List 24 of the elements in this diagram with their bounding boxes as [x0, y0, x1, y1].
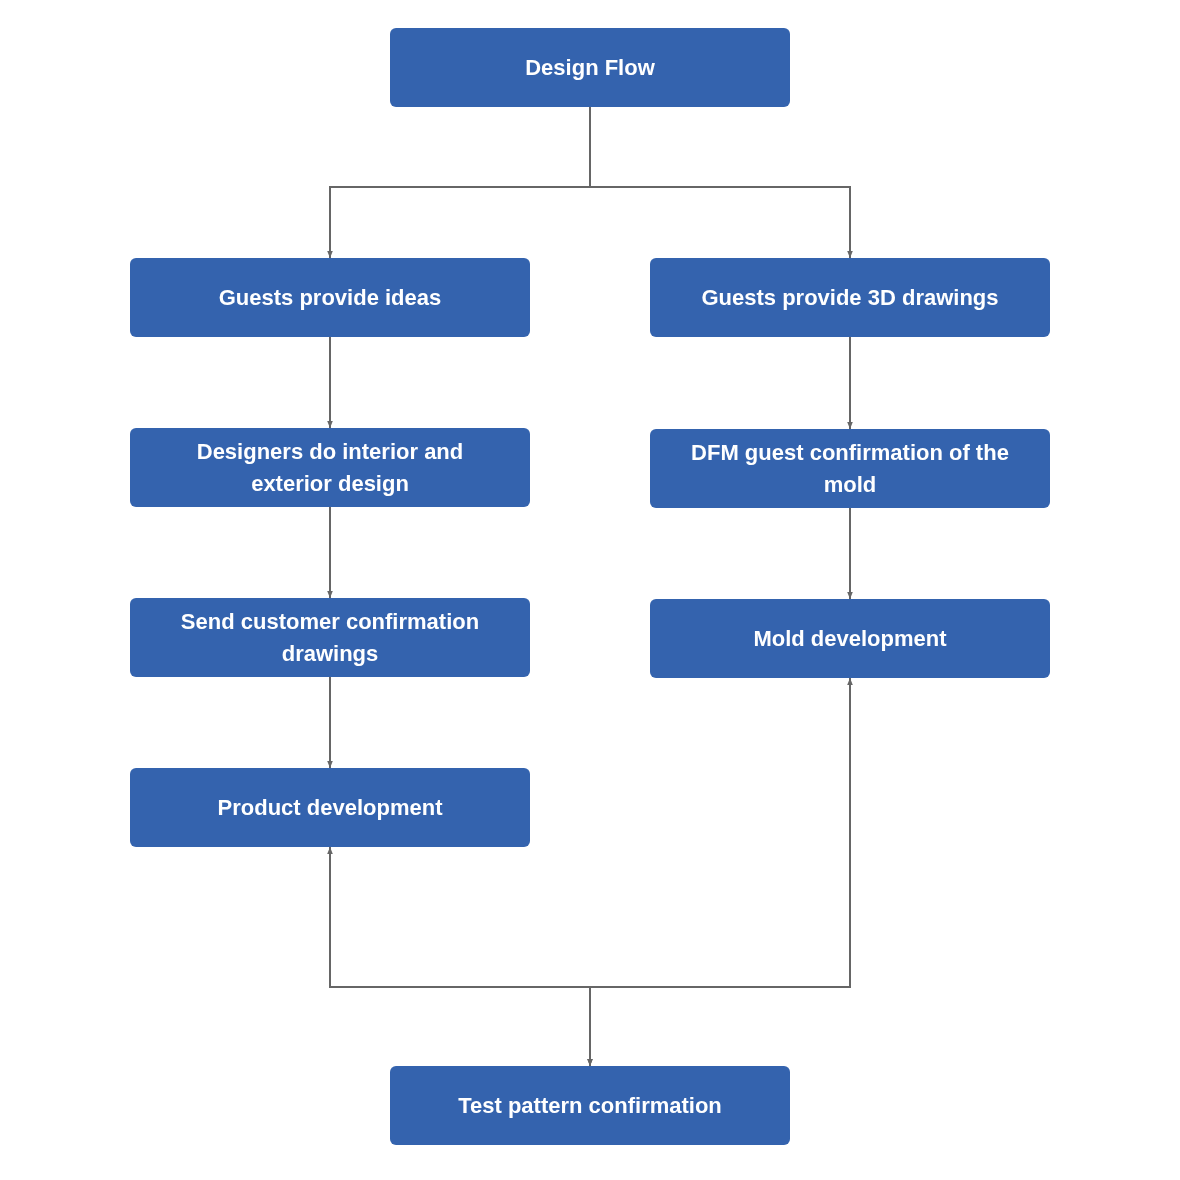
process-box	[130, 768, 530, 847]
box-label: Product development	[217, 793, 443, 822]
process-box	[130, 598, 530, 677]
box-label: Designers do interior and exterior design	[195, 437, 465, 498]
process-box	[650, 429, 1050, 508]
process-box	[390, 28, 790, 107]
box-label: Guests provide 3D drawings	[701, 283, 999, 312]
arrow	[327, 676, 333, 769]
process-box	[390, 1066, 790, 1145]
box-label: Send customer confirmation drawings	[179, 607, 481, 668]
box-label: Test pattern confirmation	[458, 1091, 722, 1120]
arrow	[847, 336, 853, 430]
process-box	[650, 258, 1050, 337]
arrow	[587, 677, 853, 1067]
arrow	[327, 506, 333, 599]
box-label: DFM guest confirmation of the mold	[690, 438, 1010, 499]
process-box	[130, 258, 530, 337]
box-label: Mold development	[753, 624, 947, 653]
box-label: Guests provide ideas	[218, 283, 442, 312]
arrow	[327, 336, 333, 429]
box-label: Design Flow	[525, 53, 655, 82]
process-box	[130, 428, 530, 507]
process-box	[650, 599, 1050, 678]
arrow	[847, 507, 853, 600]
